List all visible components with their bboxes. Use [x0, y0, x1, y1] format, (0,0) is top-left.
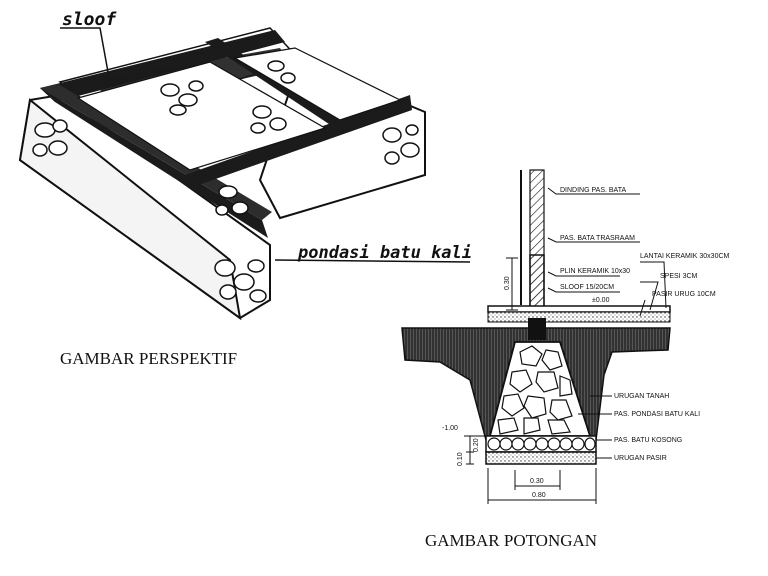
label-trasraam: PAS. BATA TRASRAAM	[560, 235, 635, 242]
sloof-left-beam-top	[40, 84, 272, 220]
label-pasir-urug: PASIR URUG 10CM	[652, 291, 716, 298]
section-leaders	[547, 187, 667, 459]
label-urugan-tanah: URUGAN TANAH	[614, 393, 669, 400]
dim-010: 0.10	[457, 452, 464, 466]
dim-020: 0.20	[473, 438, 480, 452]
perspective-caption: GAMBAR PERSPEKTIF	[60, 349, 237, 368]
section-labels: DINDING PAS. BATA PAS. BATA TRASRAAM LAN…	[560, 187, 730, 462]
urugan-pasir	[485, 451, 597, 465]
sloof-label: sloof	[62, 9, 117, 30]
label-lantai: LANTAI KERAMIK 30x30CM	[640, 253, 730, 260]
label-batu-kosong: PAS. BATU KOSONG	[614, 437, 682, 444]
dim-030-width: 0.30	[530, 478, 544, 485]
dim-030-height: 0.30	[504, 276, 511, 290]
perspective-view: sloof pondasi batu kali GAMBAR PERSPEKTI…	[18, 9, 472, 368]
batu-kosong-stones	[487, 437, 596, 451]
label-pondasi: PAS. PONDASI BATU KALI	[614, 411, 700, 418]
pondasi-label: pondasi batu kali	[297, 243, 472, 263]
stones-perspective	[32, 60, 420, 303]
sloof-cross-beam	[185, 95, 412, 188]
floor-sand	[487, 311, 671, 323]
label-spesi: SPESI 3CM	[660, 273, 698, 280]
wall-trasraam	[529, 254, 545, 314]
foundation-stones	[497, 345, 573, 435]
section-caption: GAMBAR POTONGAN	[425, 531, 597, 550]
label-plin: PLIN KERAMIK 10x30	[560, 268, 630, 275]
label-sloof: SLOOF 15/20CM	[560, 284, 614, 291]
dim-level: -1.00	[442, 425, 458, 432]
section-view: DINDING PAS. BATA PAS. BATA TRASRAAM LAN…	[401, 169, 730, 550]
pondasi-leader	[274, 259, 471, 263]
sloof-opening	[76, 61, 327, 171]
sloof-left-beam	[40, 88, 268, 238]
wall-left-line	[520, 170, 522, 305]
pondasi-left	[18, 98, 242, 321]
dimension-texts: 0.30 -1.00 0.20 0.10 0.30 0.80	[442, 276, 546, 499]
dim-080-width: 0.80	[532, 492, 546, 499]
label-urugan-pasir: URUGAN PASIR	[614, 455, 667, 462]
label-zero: ±0.00	[592, 297, 610, 304]
sloof-block	[528, 318, 546, 340]
dimension-lines	[464, 257, 597, 504]
sloof-leader	[60, 27, 109, 73]
label-dinding: DINDING PAS. BATA	[560, 187, 626, 194]
